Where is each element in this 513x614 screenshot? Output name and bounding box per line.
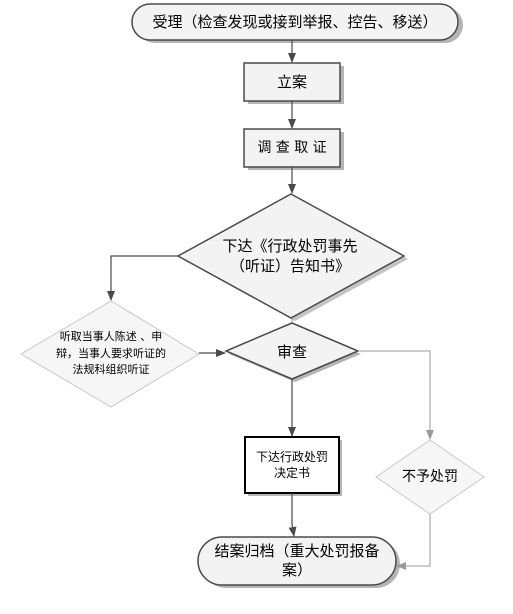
investigate-node	[243, 128, 341, 168]
investigate-label: 调 查 取 证	[257, 139, 327, 156]
close-node	[197, 536, 397, 586]
file-case-label: 立案	[276, 72, 307, 91]
arrow-notice-to-hearing	[107, 255, 178, 301]
arrow-review-to-no-penalty	[358, 350, 434, 440]
review-label: 审查	[276, 342, 307, 361]
notice-node	[176, 193, 406, 319]
hearing-node	[20, 300, 200, 408]
accept-label: 受理（检查发现或接到举报、控告、移送）	[152, 12, 438, 31]
notice-label: 下达《行政处罚事先 （听证）告知书》	[222, 236, 358, 275]
no-penalty-label: 不予处罚	[402, 468, 458, 485]
arrow-no-penalty-to-close	[396, 514, 431, 570]
decision-label: 下达行政处罚 决定书	[255, 449, 328, 480]
close-label: 结案归档（重大处罚报备 案）	[214, 541, 380, 580]
arrow-decision-to-close	[288, 493, 297, 537]
accept-node	[131, 3, 459, 41]
hearing-label: 听取当事人陈述 、申 辩，当事人要求听证的 法规科组织听证	[56, 330, 166, 377]
